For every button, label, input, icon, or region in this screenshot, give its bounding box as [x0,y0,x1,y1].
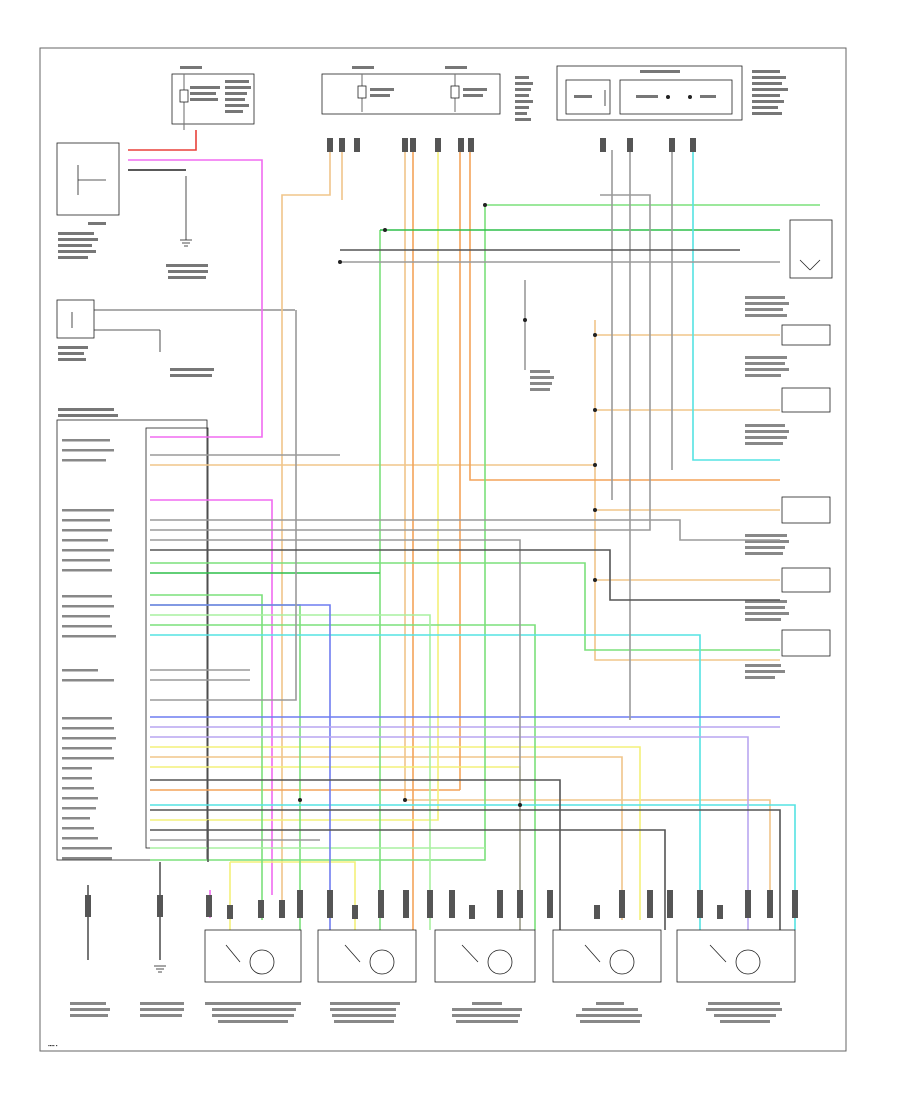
ground-symbol-upper [166,176,208,279]
switch-box-upper-left [56,142,120,259]
bottom-sensor-5 [676,929,796,1023]
fuse-block-top-left [171,66,255,130]
connector-stubs-top [327,138,696,152]
diagram-border [39,47,847,1052]
connector-stubs-bottom [85,890,798,919]
bottom-sensor-2 [317,929,417,1023]
ecm-connector [56,408,209,861]
relay-top-right [556,65,788,121]
bottom-sensor-4 [552,929,662,1023]
footer-mark: ▪▪▪▪ ▪ [48,1043,58,1048]
ground-symbol-bottom [70,965,184,1017]
right-sensor-connectors [530,219,833,679]
bottom-sensor-3 [434,929,536,1023]
splice-points [298,203,597,807]
bottom-sensor-1 [204,929,302,1023]
fuse-pair-top-center [321,66,533,121]
wire-harness [87,130,820,960]
sensor-box-left [56,299,295,377]
